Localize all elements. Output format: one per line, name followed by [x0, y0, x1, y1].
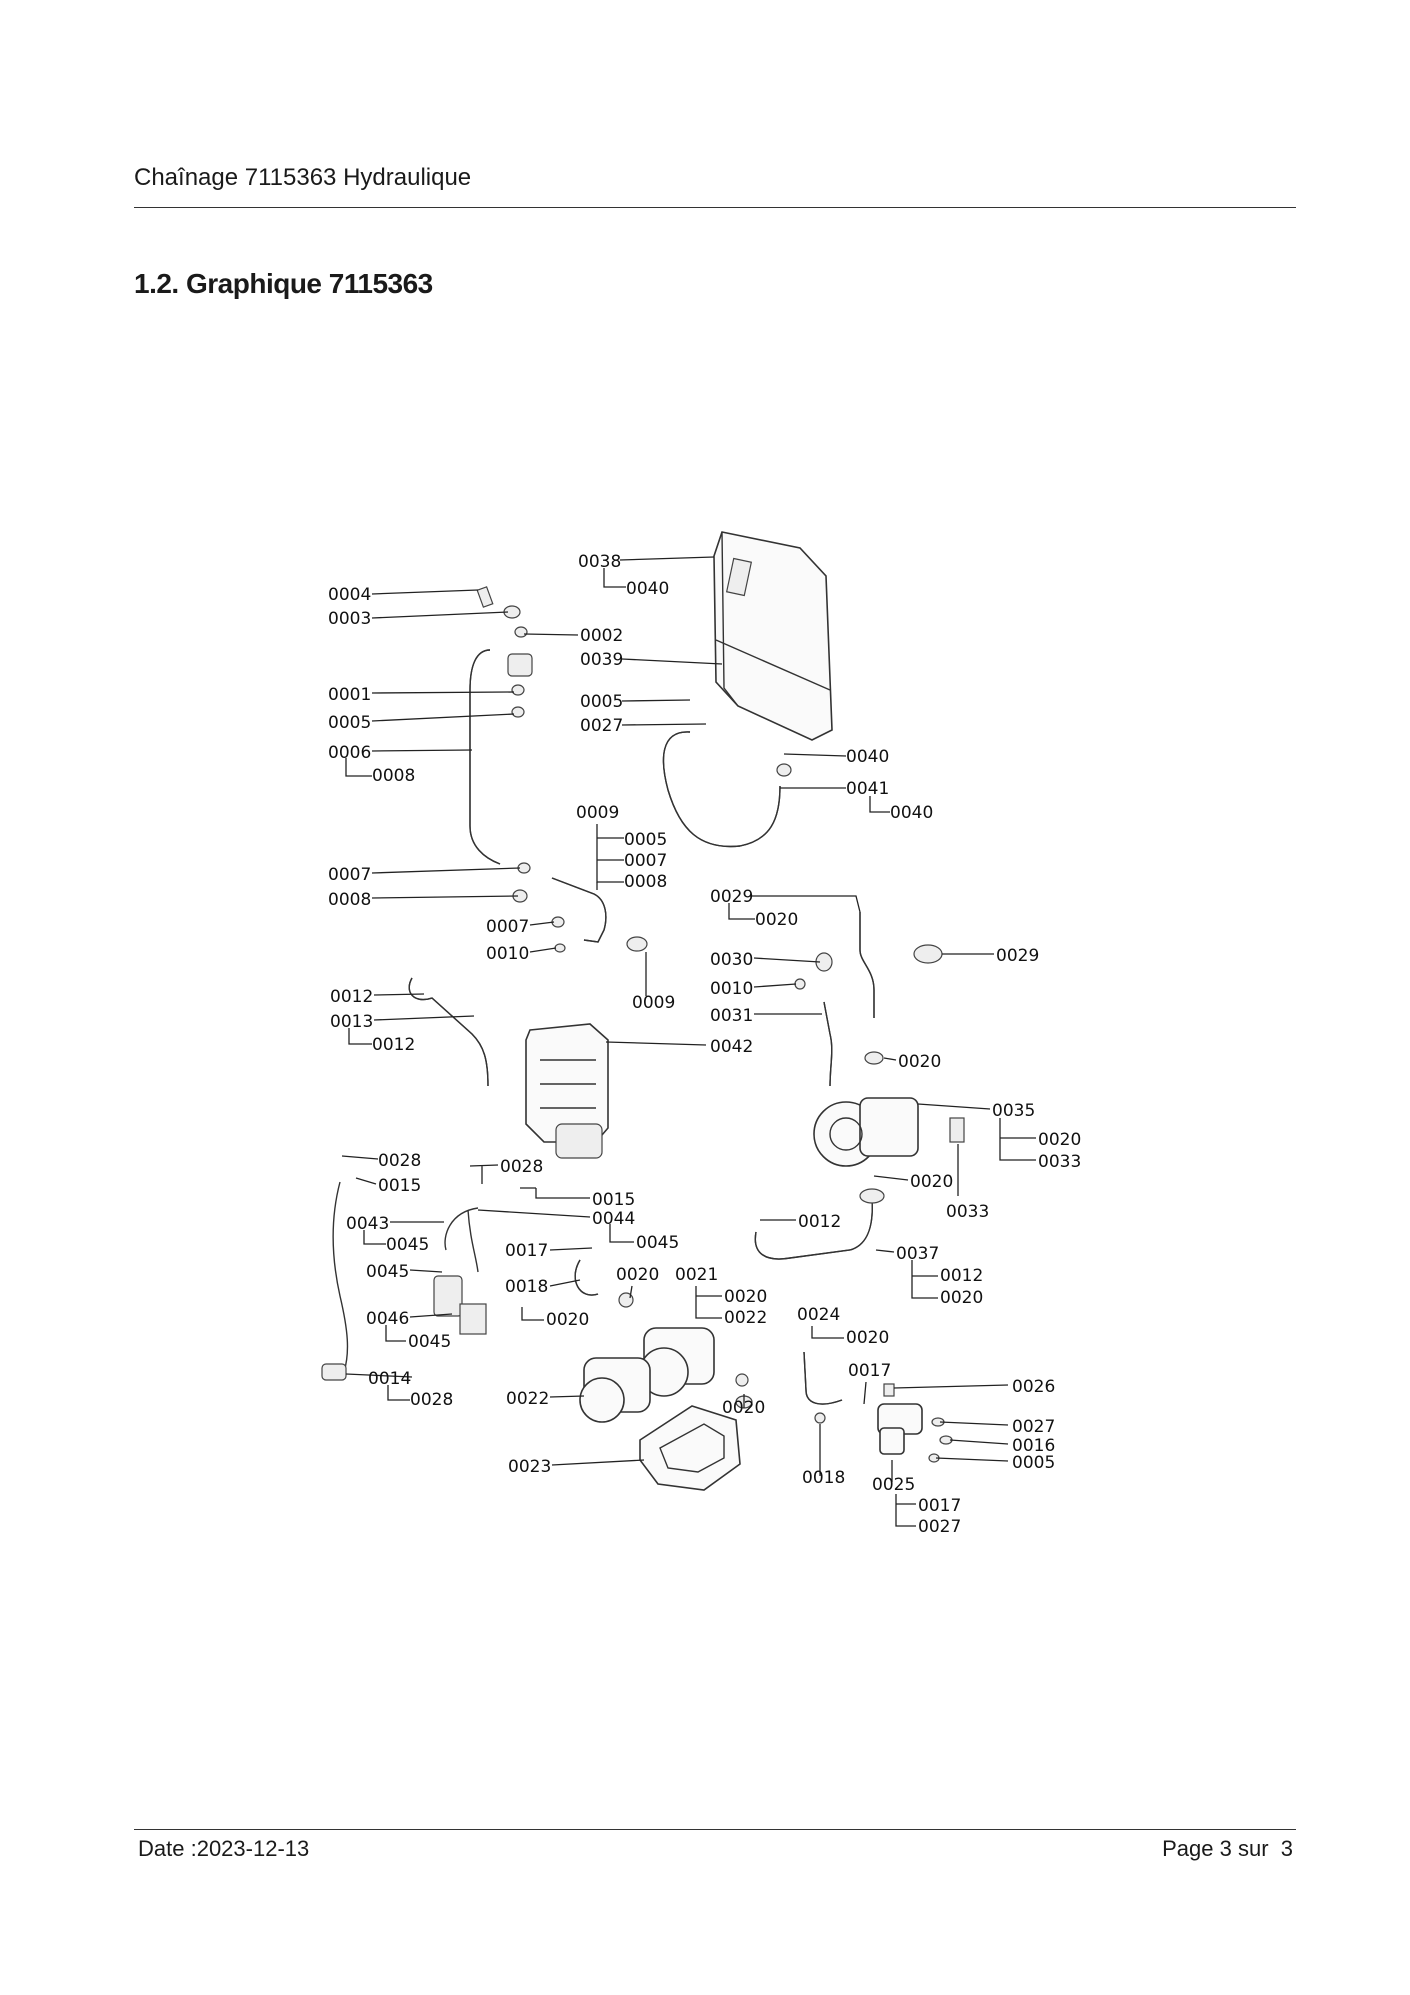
- part-label-0035: 0035: [992, 1101, 1035, 1121]
- part-label-0018: 0018: [802, 1468, 845, 1488]
- part-label-0026: 0026: [1012, 1377, 1055, 1397]
- part-label-0008: 0008: [372, 766, 415, 786]
- parts-drawing: [321, 531, 965, 1491]
- part-label-0020: 0020: [1038, 1130, 1081, 1150]
- part-label-0007: 0007: [486, 917, 529, 937]
- part-label-0020: 0020: [546, 1310, 589, 1330]
- header-divider: [134, 207, 1296, 208]
- section-title: 1.2. Graphique 7115363: [134, 268, 433, 299]
- part-label-0006: 0006: [328, 743, 371, 763]
- part-label-0033: 0033: [946, 1202, 989, 1222]
- part-label-0041: 0041: [846, 779, 889, 799]
- part-label-0002: 0002: [580, 626, 623, 646]
- part-label-0021: 0021: [675, 1265, 718, 1285]
- part-label-0028: 0028: [410, 1390, 453, 1410]
- part-label-0001: 0001: [328, 685, 371, 705]
- part-label-0015: 0015: [378, 1176, 421, 1196]
- part-label-0017: 0017: [505, 1241, 548, 1261]
- part-label-0012: 0012: [372, 1035, 415, 1055]
- part-label-0003: 0003: [328, 609, 371, 629]
- part-label-0040: 0040: [626, 579, 669, 599]
- part-label-0008: 0008: [328, 890, 371, 910]
- footer-date: Date :2023-12-13: [138, 1836, 310, 1861]
- part-label-0045: 0045: [366, 1262, 409, 1282]
- part-label-0012: 0012: [798, 1212, 841, 1232]
- part-label-0007: 0007: [624, 851, 667, 871]
- part-label-0045: 0045: [636, 1233, 679, 1253]
- part-label-0020: 0020: [940, 1288, 983, 1308]
- part-label-0018: 0018: [505, 1277, 548, 1297]
- part-label-0031: 0031: [710, 1006, 753, 1026]
- part-label-0020: 0020: [755, 910, 798, 930]
- part-label-0040: 0040: [890, 803, 933, 823]
- part-label-0045: 0045: [408, 1332, 451, 1352]
- part-label-0007: 0007: [328, 865, 371, 885]
- part-label-0020: 0020: [616, 1265, 659, 1285]
- part-label-0030: 0030: [710, 950, 753, 970]
- part-label-0028: 0028: [378, 1151, 421, 1171]
- part-label-0017: 0017: [848, 1361, 891, 1381]
- part-label-0024: 0024: [797, 1305, 840, 1325]
- part-label-0045: 0045: [386, 1235, 429, 1255]
- part-label-0004: 0004: [328, 585, 371, 605]
- part-label-0005: 0005: [580, 692, 623, 712]
- part-label-0014: 0014: [368, 1369, 411, 1389]
- part-label-0027: 0027: [580, 716, 623, 736]
- part-label-0009: 0009: [632, 993, 675, 1013]
- part-label-0020: 0020: [846, 1328, 889, 1348]
- part-label-0023: 0023: [508, 1457, 551, 1477]
- part-label-0005: 0005: [624, 830, 667, 850]
- part-label-0015: 0015: [592, 1190, 635, 1210]
- part-label-0025: 0025: [872, 1475, 915, 1495]
- part-label-0012: 0012: [330, 987, 373, 1007]
- part-label-0020: 0020: [724, 1287, 767, 1307]
- part-label-0038: 0038: [578, 552, 621, 572]
- part-label-0043: 0043: [346, 1214, 389, 1234]
- part-label-0039: 0039: [580, 650, 623, 670]
- footer-page-number: Page 3 sur 3: [1162, 1836, 1293, 1861]
- part-label-0010: 0010: [486, 944, 529, 964]
- date-value: 2023-12-13: [196, 1836, 310, 1861]
- part-label-0020: 0020: [722, 1398, 765, 1418]
- part-label-0020: 0020: [898, 1052, 941, 1072]
- part-label-0022: 0022: [724, 1308, 767, 1328]
- part-label-0010: 0010: [710, 979, 753, 999]
- part-label-0009: 0009: [576, 803, 619, 823]
- part-label-0046: 0046: [366, 1309, 409, 1329]
- part-label-0027: 0027: [918, 1517, 961, 1537]
- part-label-0020: 0020: [910, 1172, 953, 1192]
- part-label-0028: 0028: [500, 1157, 543, 1177]
- part-label-0013: 0013: [330, 1012, 373, 1032]
- part-label-0005: 0005: [328, 713, 371, 733]
- part-label-0029: 0029: [710, 887, 753, 907]
- part-label-0017: 0017: [918, 1496, 961, 1516]
- part-label-0008: 0008: [624, 872, 667, 892]
- footer-divider: [134, 1829, 1296, 1830]
- part-label-0044: 0044: [592, 1209, 635, 1229]
- part-label-0016: 0016: [1012, 1436, 1055, 1456]
- page-header-title: Chaînage 7115363 Hydraulique: [134, 164, 472, 191]
- leader-lines: [341, 556, 1036, 1527]
- part-label-0005: 0005: [1012, 1453, 1055, 1473]
- part-label-0027: 0027: [1012, 1417, 1055, 1437]
- part-label-0012: 0012: [940, 1266, 983, 1286]
- part-label-0033: 0033: [1038, 1152, 1081, 1172]
- part-label-0022: 0022: [506, 1389, 549, 1409]
- part-label-0040: 0040: [846, 747, 889, 767]
- part-label-0042: 0042: [710, 1037, 753, 1057]
- part-label-0037: 0037: [896, 1244, 939, 1264]
- part-label-0029: 0029: [996, 946, 1039, 966]
